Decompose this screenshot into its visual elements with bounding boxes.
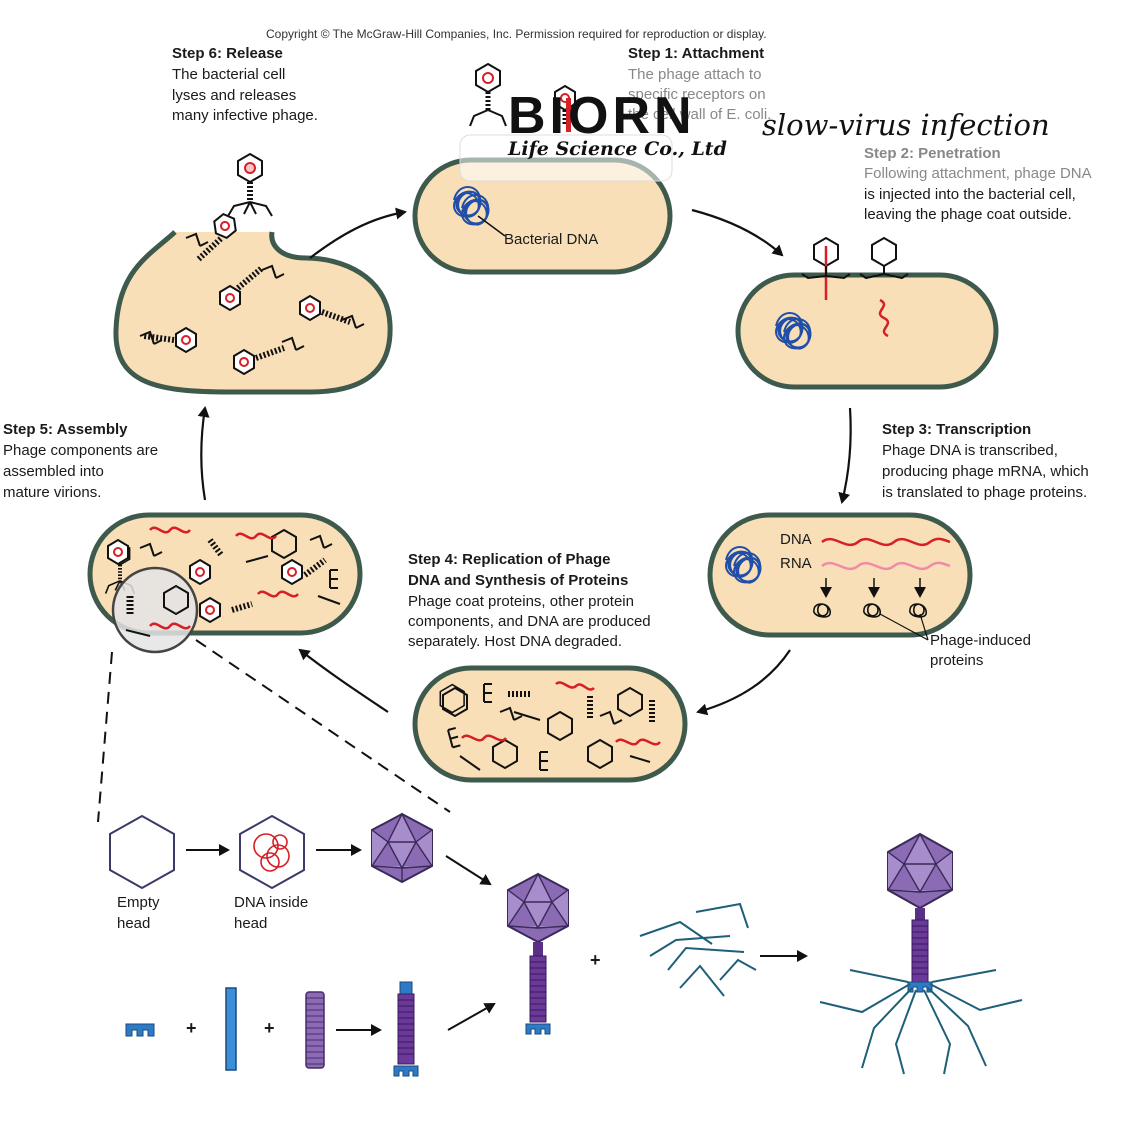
step5-line1: Phage components are	[3, 442, 159, 459]
step6-title: Step 6: Release	[172, 45, 283, 62]
phage-attaching-icon	[469, 62, 507, 127]
cell-step6	[113, 152, 393, 395]
step6-line3: many infective phage.	[172, 107, 318, 124]
step2-title: Step 2: Penetration	[864, 145, 1001, 162]
released-phage-icon	[227, 152, 273, 217]
step3-line1: Phage DNA is transcribed,	[882, 442, 1058, 459]
step3-line3: is translated to phage proteins.	[882, 484, 1088, 501]
step1-line2: specific receptors on	[628, 86, 766, 103]
step1-line1: The phage attach to	[628, 66, 762, 83]
dna-label: DNA	[780, 531, 812, 548]
step6-line2: lyses and releases	[172, 87, 297, 104]
phage-induced-label-2: proteins	[930, 652, 984, 669]
step4-line2: components, and DNA are produced	[408, 613, 651, 630]
step2-line3: leaving the phage coat outside.	[864, 206, 1072, 223]
step4-line1: Phage coat proteins, other protein	[408, 593, 634, 610]
tail-fibers-icon	[639, 902, 757, 997]
step4-title2: DNA and Synthesis of Proteins	[408, 572, 629, 589]
plus-sign-1: +	[590, 950, 601, 970]
bacterial-dna-label: Bacterial DNA	[504, 231, 599, 248]
arrow-5-to-6	[197, 406, 210, 501]
brand-tagline: slow-virus infection	[762, 108, 1050, 142]
plus-sign-3: +	[264, 1018, 275, 1038]
brand-logo: BIORN	[508, 87, 696, 145]
step4-title: Step 4: Replication of Phage	[408, 551, 611, 568]
step3-title: Step 3: Transcription	[882, 421, 1032, 438]
rna-label: RNA	[780, 555, 812, 572]
step5-title: Step 5: Assembly	[3, 421, 128, 438]
step3-line2: producing phage mRNA, which	[882, 463, 1089, 480]
core-tube-icon	[225, 987, 237, 1071]
arrow-2-to-3	[838, 407, 852, 504]
cell-step4	[412, 665, 688, 783]
copyright-notice: Copyright © The McGraw-Hill Companies, I…	[266, 27, 767, 41]
step2-line1: Following attachment, phage DNA	[864, 165, 1092, 182]
baseplate-icon	[125, 1023, 155, 1037]
cell-step5	[87, 512, 363, 654]
assembled-tail-icon	[393, 981, 419, 1077]
plus-sign-2: +	[186, 1018, 197, 1038]
empty-head-label-2: head	[117, 915, 151, 932]
step5-line2: assembled into	[3, 463, 104, 480]
complete-phage-icon	[819, 832, 1023, 1075]
step1-line3: the cell wall of E. coli.	[628, 106, 772, 123]
brand-subtitle: Life Science Co., Ltd	[508, 138, 727, 160]
step2-line2: is injected into the bacterial cell,	[864, 186, 1076, 203]
brand-accent	[566, 98, 571, 132]
arrow-6-to-1	[309, 207, 407, 259]
step6-line1: The bacterial cell	[172, 66, 286, 83]
tail-sheath-icon	[305, 991, 325, 1069]
empty-phage-coat-icon	[859, 236, 909, 280]
head-tail-assembly-icon	[507, 872, 569, 1035]
attached-phage-icon	[801, 236, 851, 300]
cell-step3	[707, 512, 973, 641]
step5-line3: mature virions.	[3, 484, 102, 501]
step1-title: Step 1: Attachment	[628, 45, 765, 62]
empty-head-label-1: Empty	[117, 894, 160, 911]
dna-inside-head-label-2: head	[234, 915, 268, 932]
empty-head-icon	[109, 814, 175, 890]
phage-induced-label-1: Phage-induced	[930, 632, 1031, 649]
icosahedral-head-icon	[371, 812, 433, 884]
dna-inside-head-label-1: DNA inside	[234, 894, 309, 911]
arrow-4-to-5	[298, 648, 389, 713]
dna-inside-head-icon	[239, 814, 305, 890]
arrow-3-to-4	[696, 649, 791, 716]
cell-step2	[735, 236, 999, 390]
arrow-1-to-2	[691, 208, 784, 257]
step4-line3: separately. Host DNA degraded.	[408, 633, 623, 650]
